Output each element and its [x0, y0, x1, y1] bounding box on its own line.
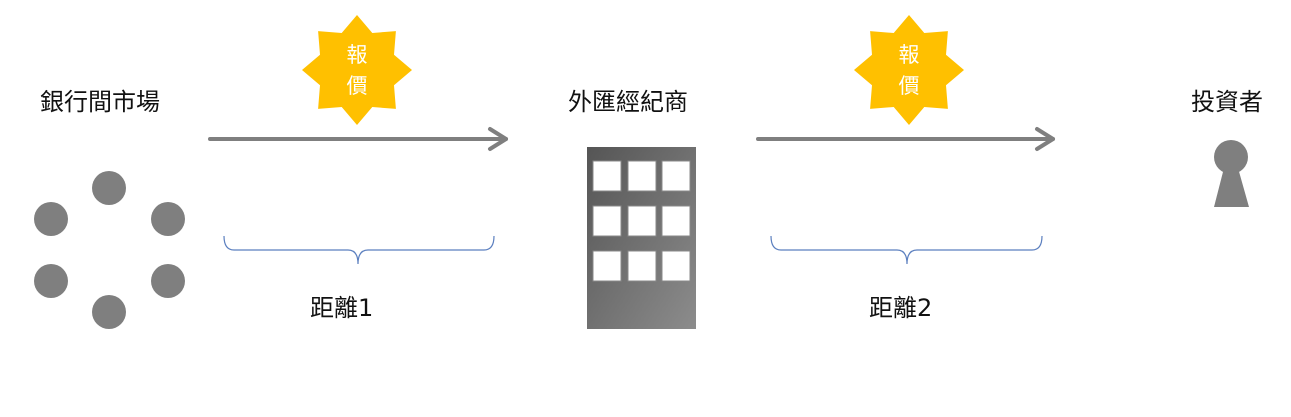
distance-bracket-1 — [223, 235, 495, 265]
quote-burst-char: 報 — [899, 43, 920, 67]
distance-1-label: 距離1 — [310, 294, 374, 322]
quote-burst-char: 價 — [347, 74, 368, 98]
interbank-market-icon — [34, 171, 185, 329]
quote-burst-icon: 報 價 — [302, 15, 412, 125]
bank-node — [92, 295, 126, 329]
quote-burst-char: 報 — [347, 43, 368, 67]
quote-burst-icon: 報 價 — [854, 15, 964, 125]
bank-node — [151, 264, 185, 298]
investor-label: 投資者 — [1191, 88, 1263, 116]
distance-2-label: 距離2 — [869, 294, 933, 322]
bank-node — [92, 171, 126, 205]
interbank-market-label: 銀行間市場 — [40, 88, 160, 116]
quote-arrow-1 — [208, 127, 508, 151]
bank-node — [151, 202, 185, 236]
bank-node — [34, 202, 68, 236]
quote-arrow-2 — [756, 127, 1055, 151]
bank-node — [34, 264, 68, 298]
quote-burst-char: 價 — [899, 74, 920, 98]
broker-label: 外匯經紀商 — [568, 88, 688, 116]
distance-bracket-2 — [770, 235, 1043, 265]
broker-building-icon — [587, 147, 696, 329]
investor-icon — [1214, 140, 1249, 207]
